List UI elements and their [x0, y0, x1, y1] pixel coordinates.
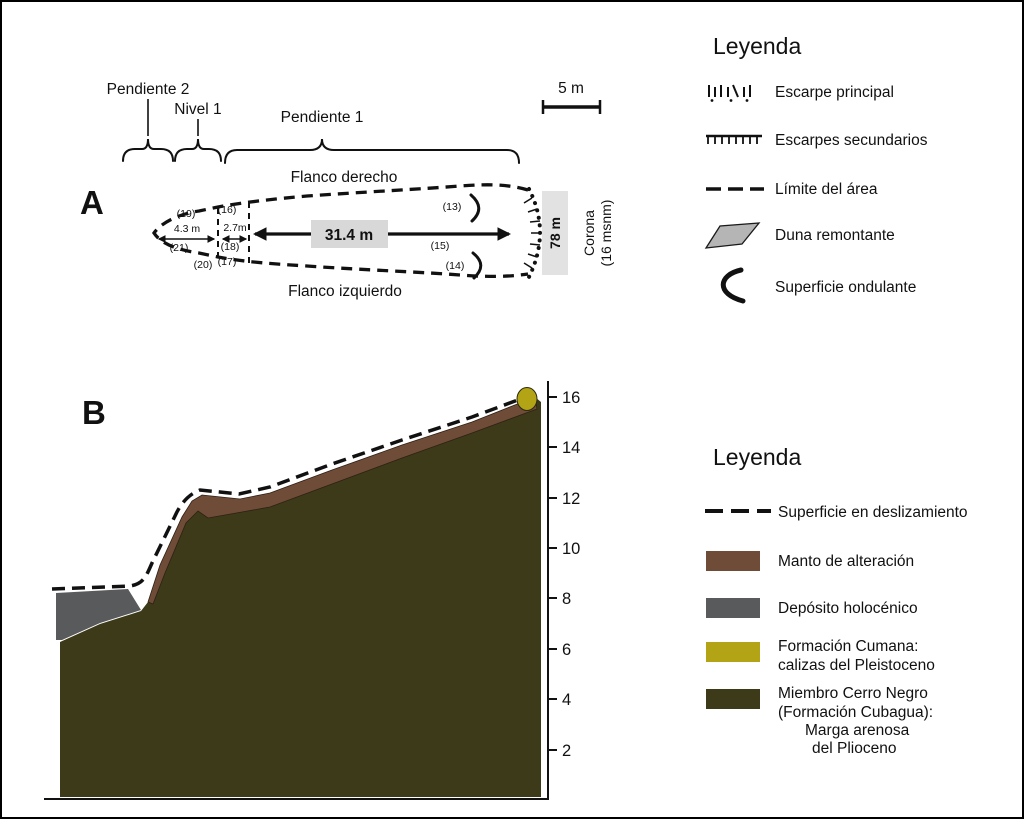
point-18: (18) — [221, 241, 240, 253]
point-16: (16) — [218, 204, 237, 216]
y-tick-10: 10 — [562, 540, 580, 558]
panel-b: B 16 14 12 10 8 6 4 2 — [44, 381, 580, 800]
zone-label-pendiente-1: Pendiente 1 — [281, 109, 364, 126]
point-21: (21) — [170, 242, 189, 254]
legend-b-title: Leyenda — [713, 444, 801, 470]
main-scarp-symbol — [708, 84, 751, 102]
panel-b-label: B — [82, 394, 106, 431]
legend-b-item-4-line-1: Formación Cumana: — [778, 638, 918, 655]
legend-a-item-5-label: Superficie ondulante — [775, 279, 916, 296]
y-tick-4: 4 — [562, 691, 571, 709]
flank-top-label: Flanco derecho — [291, 169, 398, 186]
measure-box — [311, 220, 388, 248]
sliding-surface-line — [51, 388, 540, 591]
miembro-cerro-negro-body — [60, 397, 541, 797]
legend-b-item-5-line-4: del Plioceno — [812, 740, 896, 757]
climbing-dune-symbol — [704, 222, 761, 249]
deposito-swatch — [706, 598, 760, 618]
point-15: (15) — [431, 240, 450, 252]
crown-label: Corona — [581, 210, 597, 256]
legend-a-item-3-label: Límite del área — [775, 181, 878, 198]
legend-b-item-2-label: Manto de alteración — [778, 553, 914, 570]
legend-a: Leyenda Escarpe principal Escarpes se — [704, 33, 928, 304]
point-14: (14) — [446, 260, 465, 272]
legend-a-title: Leyenda — [713, 33, 801, 59]
brace-nivel-1 — [174, 138, 222, 162]
main-scarp-hachures — [523, 197, 541, 269]
brace-pendiente-2 — [122, 138, 174, 162]
panel-a: A Pendiente 2 Nivel 1 Pendiente 1 5 m Fl… — [80, 80, 614, 300]
y-tick-6: 6 — [562, 641, 571, 659]
panel-a-label: A — [80, 184, 104, 221]
miembro-swatch — [706, 689, 760, 709]
point-20: (20) — [194, 259, 213, 271]
legend-b-item-5-line-3: Marga arenosa — [805, 722, 910, 739]
manto-swatch — [706, 551, 760, 571]
deposito-holocenico-wedge — [56, 589, 141, 640]
width-pendiente2-label: 4.3 m — [174, 223, 201, 235]
secondary-scarps-symbol — [706, 134, 762, 144]
legend-b: Leyenda Superficie en deslizamiento Mant… — [705, 444, 968, 757]
y-axis-labels: 16 14 12 10 8 6 4 2 — [562, 389, 580, 760]
y-tick-12: 12 — [562, 490, 580, 508]
length-total-label: 31.4 m — [325, 227, 373, 244]
cumana-swatch — [706, 642, 760, 662]
zone-label-nivel-1: Nivel 1 — [174, 101, 221, 118]
legend-b-item-4-line-2: calizas del Pleistoceno — [778, 657, 935, 674]
y-tick-8: 8 — [562, 590, 571, 608]
legend-a-item-4-label: Duna remontante — [775, 227, 895, 244]
legend-b-item-5-line-1: Miembro Cerro Negro — [778, 685, 928, 702]
point-19: (19) — [177, 208, 196, 220]
point-17: (17) — [218, 256, 237, 268]
undulating-surface-symbol — [720, 267, 746, 304]
undulating-surface-mark-top — [469, 193, 481, 223]
point-13: (13) — [443, 201, 462, 213]
zone-label-pendiente-2: Pendiente 2 — [107, 81, 190, 98]
manto-de-alteracion-layer — [147, 396, 538, 605]
legend-a-item-2-label: Escarpes secundarios — [775, 132, 928, 149]
legend-a-item-1-label: Escarpe principal — [775, 84, 894, 101]
y-tick-14: 14 — [562, 439, 580, 457]
legend-b-item-1-label: Superficie en deslizamiento — [778, 504, 968, 521]
point-labels: (19) (16) (21) (18) (20) (17) (13) (15) … — [170, 201, 465, 272]
undulating-surface-mark-bottom — [471, 251, 483, 280]
crown-elevation-label: (16 msnm) — [598, 200, 614, 267]
formacion-cumana-block — [516, 387, 538, 411]
y-axis-ticks — [548, 396, 557, 751]
scale-bar: 5 m — [541, 80, 602, 114]
y-tick-16: 16 — [562, 389, 580, 407]
y-tick-2: 2 — [562, 742, 571, 760]
legend-b-item-5-line-2: (Formación Cubagua): — [778, 704, 933, 721]
brace-pendiente-1 — [224, 138, 520, 164]
landslide-outline — [152, 183, 529, 279]
legend-b-item-3-label: Depósito holocénico — [778, 600, 918, 617]
crown-width-label: 78 m — [547, 217, 563, 249]
width-nivel1-label: 2.7m — [223, 222, 247, 234]
scale-bar-label: 5 m — [558, 80, 584, 97]
crown-width-bar — [542, 191, 568, 275]
flank-bottom-label: Flanco izquierdo — [288, 283, 402, 300]
